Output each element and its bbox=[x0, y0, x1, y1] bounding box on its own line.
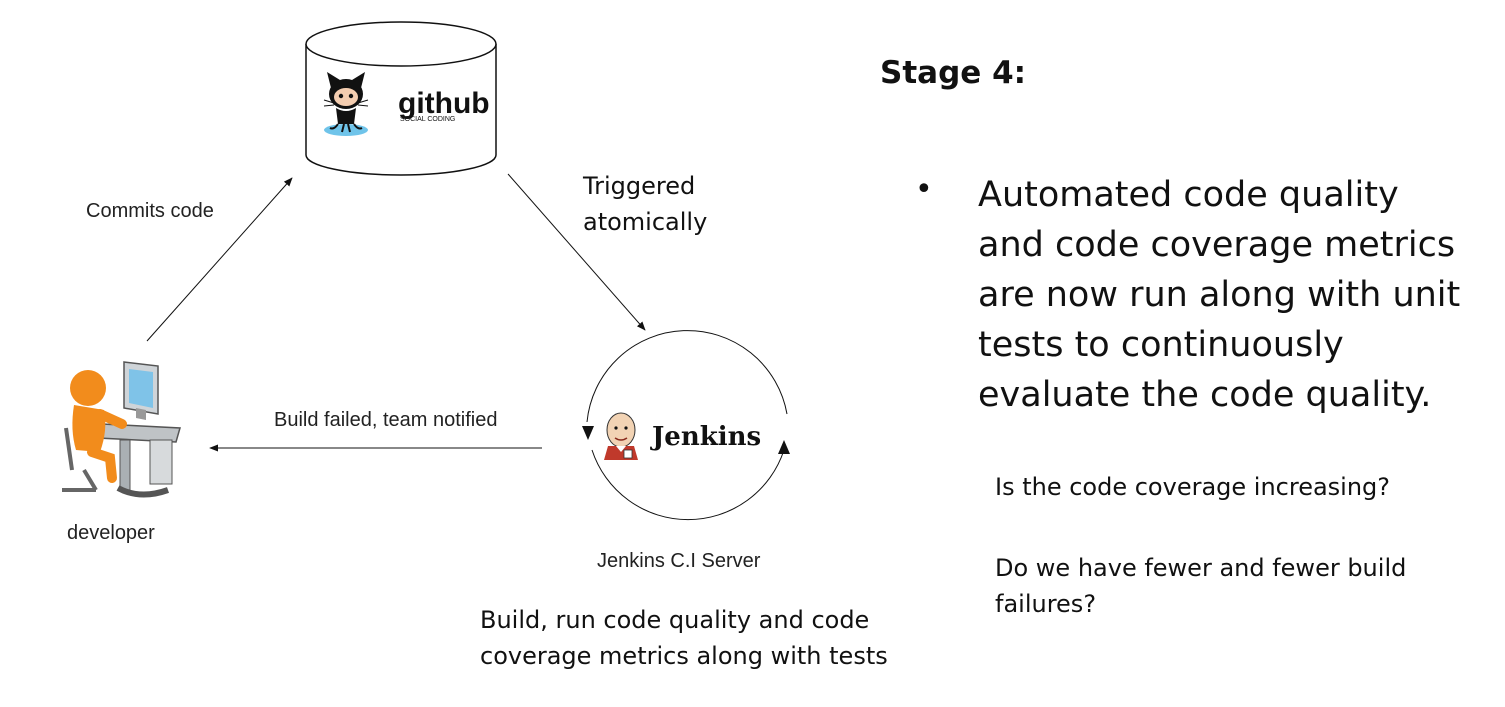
bullet-marker: • bbox=[915, 172, 933, 207]
commit-arrow bbox=[146, 177, 293, 342]
process-note: Build, run code quality and code coverag… bbox=[480, 606, 888, 670]
build-cycle-arc-top bbox=[586, 330, 788, 423]
jenkins-logo-text: Jenkins bbox=[650, 422, 761, 452]
trigger-arrow bbox=[507, 173, 646, 331]
github-logo-text: github bbox=[398, 87, 490, 120]
cycle-arrowhead-right bbox=[778, 440, 790, 454]
stage-bullet-text: Automated code quality and code coverage… bbox=[978, 175, 1461, 415]
trigger-edge-label: Triggered atomically bbox=[583, 172, 708, 236]
notify-edge-label: Build failed, team notified bbox=[274, 409, 498, 431]
jenkins-caption: Jenkins C.I Server bbox=[597, 550, 761, 572]
question-coverage: Is the code coverage increasing? bbox=[995, 473, 1391, 501]
jenkins-butler-icon bbox=[604, 412, 638, 460]
developer-figure bbox=[62, 361, 181, 498]
build-cycle-arc-bottom bbox=[591, 449, 785, 521]
question-build-failures: Do we have fewer and fewer build failure… bbox=[995, 554, 1407, 618]
cycle-arrowhead-left bbox=[582, 426, 594, 440]
jenkins-server: Jenkins bbox=[582, 330, 790, 521]
commit-edge-label: Commits code bbox=[86, 200, 214, 222]
stage-title: Stage 4: bbox=[880, 55, 1027, 91]
developer-caption: developer bbox=[67, 522, 155, 544]
github-logo-subtitle: SOCIAL CODING bbox=[400, 116, 455, 123]
github-repository: github SOCIAL CODING bbox=[305, 21, 497, 176]
octocat-icon bbox=[323, 72, 369, 136]
